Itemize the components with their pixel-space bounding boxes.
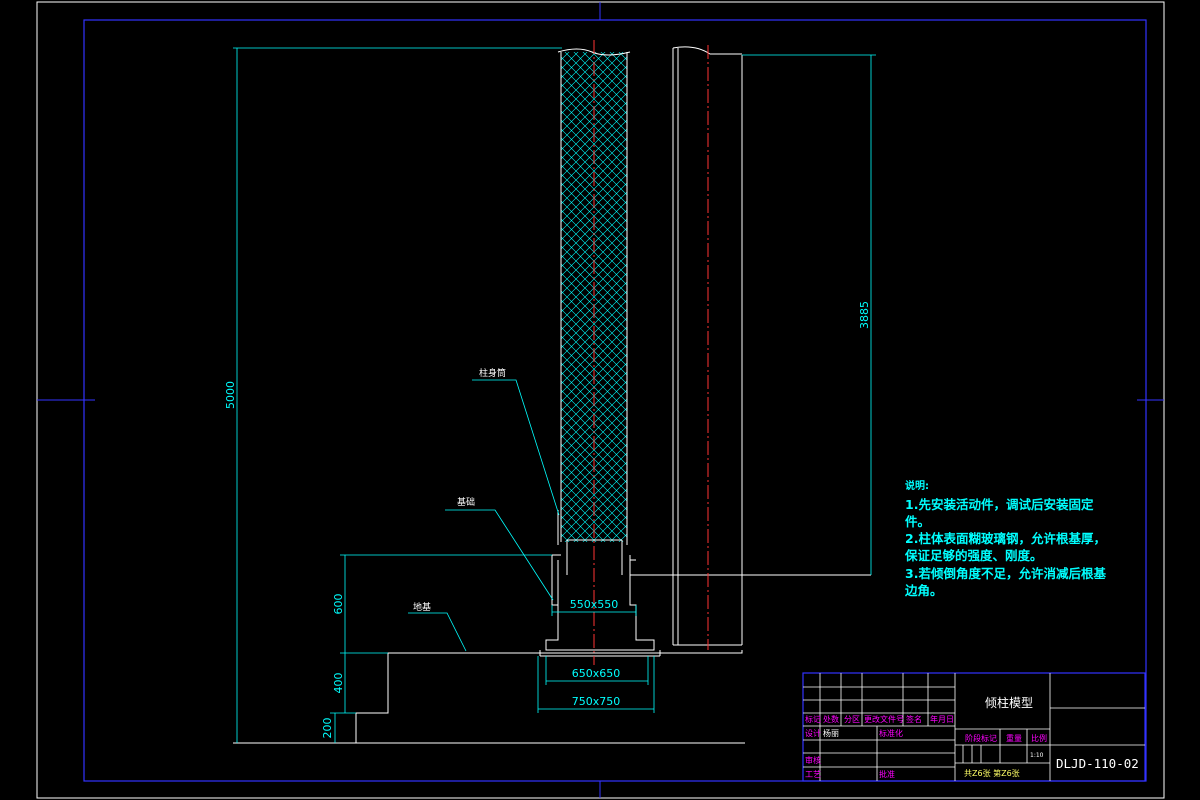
note-line-3: 2.柱体表面糊玻璃钢，允许根基厚， xyxy=(905,531,1106,546)
tb-row-approve: 批准 xyxy=(879,769,895,779)
title-block: 标记 处数 分区 更改文件号 签名 年月日 设计 杨丽 标准化 审核 工艺 批准… xyxy=(802,672,1146,782)
tb-row-scale: 比例 xyxy=(1031,733,1047,743)
note-line-6: 边角。 xyxy=(904,583,943,598)
dim-bottom-step: 200 xyxy=(321,718,334,739)
note-line-4: 保证足够的强度、刚度。 xyxy=(904,548,1043,563)
tb-scale-value: 1:10 xyxy=(1030,752,1044,759)
label-foundation: 基础 xyxy=(457,496,475,508)
dimension-lines xyxy=(233,47,876,743)
label-column-shaft: 柱身筒 xyxy=(479,367,506,379)
dim-total-height: 5000 xyxy=(224,381,237,409)
leaders xyxy=(408,379,560,652)
center-marks xyxy=(37,2,1164,798)
tb-hdr-sign: 签名 xyxy=(906,714,922,724)
notes-block: 说明: 1.先安装活动件，调试后安装固定 件。 2.柱体表面糊玻璃钢，允许根基厚… xyxy=(904,479,1106,598)
tb-row-weight: 重量 xyxy=(1006,733,1022,743)
tb-row-stage: 阶段标记 xyxy=(965,733,997,743)
tb-hdr-date: 年月日 xyxy=(930,714,954,724)
tb-drawing-code: DLJD-110-02 xyxy=(1056,756,1139,771)
dim-column-height: 3885 xyxy=(858,301,871,329)
tb-sheets: 共Z6张 第Z6张 xyxy=(964,768,1020,778)
notes-heading: 说明: xyxy=(905,479,929,492)
tb-hdr-docno: 更改文件号 xyxy=(864,714,904,724)
tb-row-std: 标准化 xyxy=(879,728,903,738)
dim-650: 650x650 xyxy=(572,667,621,680)
tb-row-design: 设计 xyxy=(805,728,821,738)
dim-750: 750x750 xyxy=(572,695,621,708)
dim-step-height: 400 xyxy=(332,673,345,694)
tb-hdr-zone: 分区 xyxy=(844,715,860,724)
tb-row-process: 工艺 xyxy=(805,770,821,779)
tb-hdr-mark: 标记 xyxy=(805,714,821,724)
base-socket xyxy=(539,554,871,657)
tb-hdr-qty: 处数 xyxy=(823,714,839,724)
dim-base-height: 600 xyxy=(332,594,345,615)
dim-550: 550x550 xyxy=(570,598,619,611)
tb-row-review: 审核 xyxy=(805,755,821,765)
note-line-2: 件。 xyxy=(905,514,930,529)
note-line-5: 3.若倾倒角度不足，允许消减后根基 xyxy=(905,566,1106,581)
label-ground: 地基 xyxy=(413,601,431,613)
ground-steps xyxy=(233,650,745,744)
tb-drawing-title: 倾柱模型 xyxy=(985,695,1033,710)
tb-designer: 杨丽 xyxy=(823,728,839,738)
note-line-1: 1.先安装活动件，调试后安装固定 xyxy=(905,497,1094,512)
